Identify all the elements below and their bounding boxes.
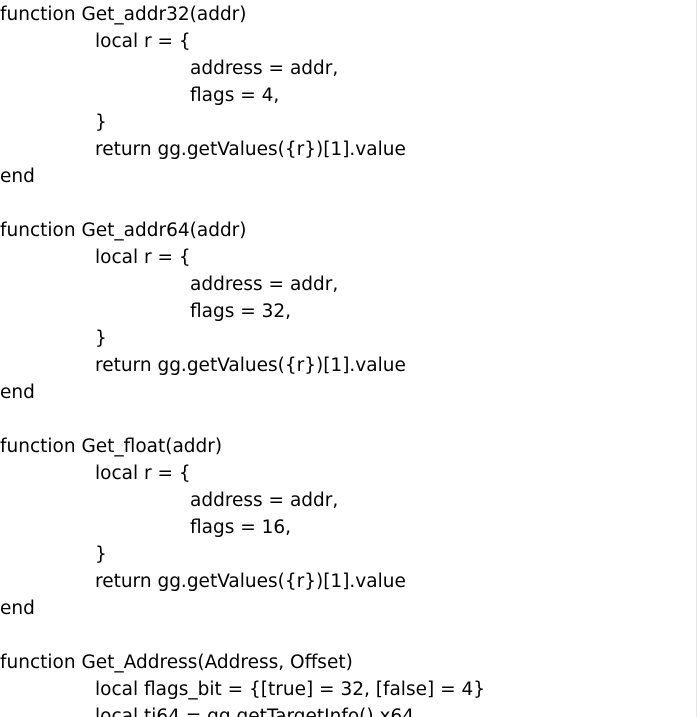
code-line-22: return gg.getValues({r})[1].value [95, 571, 406, 592]
code-line-17: function Get_float(addr) [0, 436, 223, 457]
code-line-2: local r = { [95, 31, 191, 52]
code-line-13: } [95, 328, 107, 349]
code-line-6: return gg.getValues({r})[1].value [95, 139, 406, 160]
code-line-4: flags = 4, [190, 85, 280, 106]
code-line-8 [0, 190, 485, 217]
code-line-21: } [95, 544, 107, 565]
code-line-27: local ti64 = gg.getTargetInfo().x64 [95, 706, 414, 717]
code-line-25: function Get_Address(Address, Offset) [0, 652, 353, 673]
code-line-1: function Get_addr32(addr) [0, 4, 247, 25]
code-line-24 [0, 622, 485, 649]
code-line-18: local r = { [95, 463, 191, 484]
code-line-20: flags = 16, [190, 517, 292, 538]
code-line-9: function Get_addr64(addr) [0, 220, 247, 241]
code-line-23: end [0, 598, 35, 619]
code-line-7: end [0, 166, 35, 187]
code-line-19: address = addr, [190, 490, 339, 511]
code-line-5: } [95, 112, 107, 133]
code-line-26: local flags_bit = {[true] = 32, [false] … [95, 679, 485, 700]
code-line-12: flags = 32, [190, 301, 292, 322]
code-line-14: return gg.getValues({r})[1].value [95, 355, 406, 376]
code-line-15: end [0, 382, 35, 403]
code-line-10: local r = { [95, 247, 191, 268]
code-block: function Get_addr32(addr) local r = { ad… [0, 1, 485, 717]
code-line-3: address = addr, [190, 58, 339, 79]
code-line-16 [0, 406, 485, 433]
code-line-11: address = addr, [190, 274, 339, 295]
